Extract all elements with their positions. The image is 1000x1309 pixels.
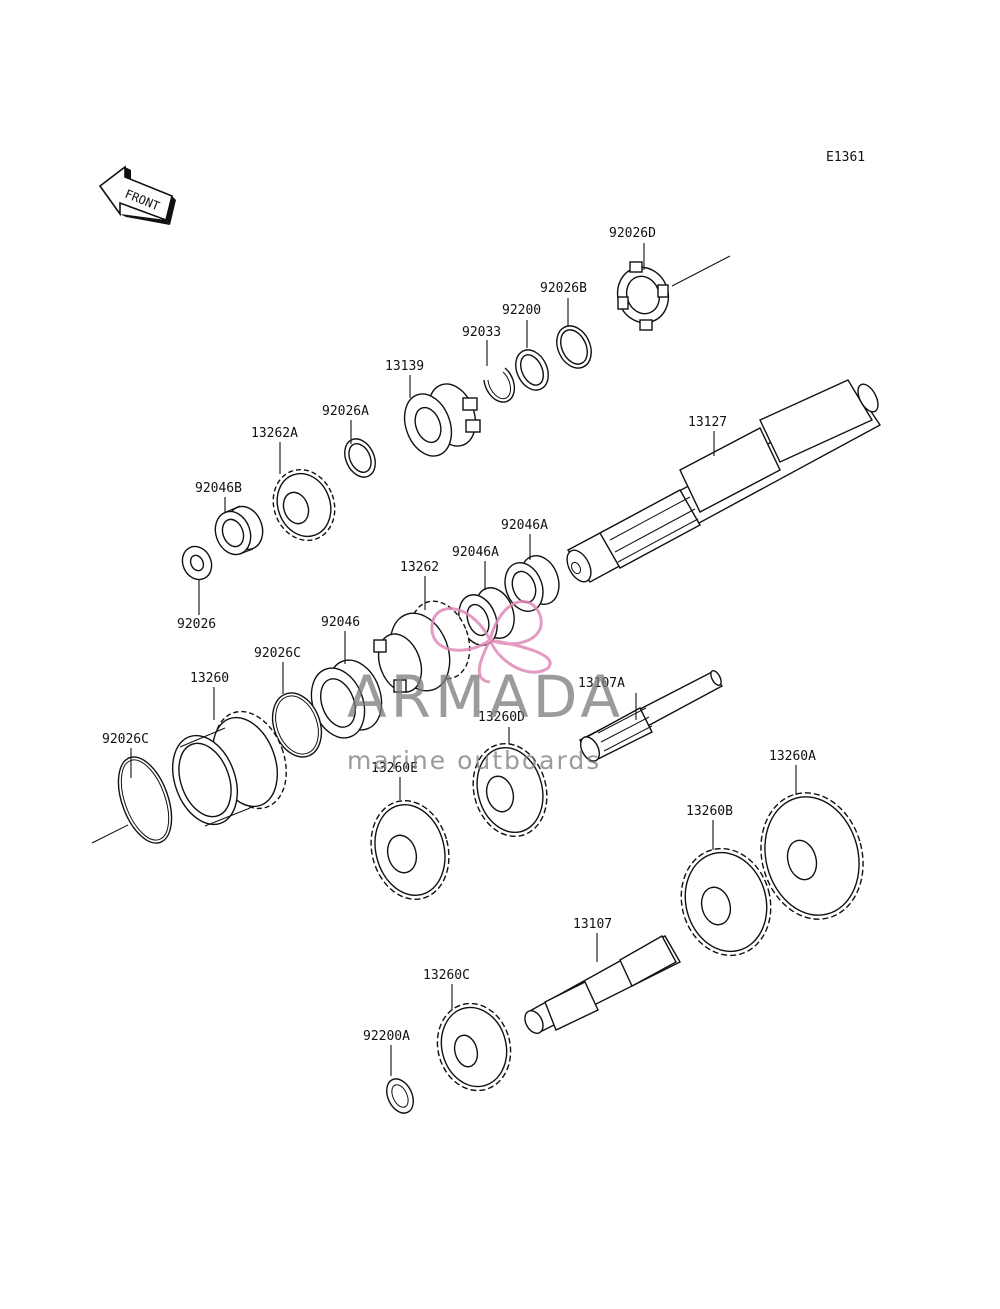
- part-13107-shaft[interactable]: [521, 935, 681, 1036]
- watermark-logo-icon: [430, 599, 552, 684]
- watermark: ARMADA marine outboards: [347, 599, 624, 775]
- part-13260d-gear[interactable]: [463, 735, 557, 844]
- part-13260e-gear[interactable]: [360, 792, 459, 908]
- label-13107: 13107: [573, 917, 612, 932]
- part-13127-shaft[interactable]: [562, 379, 882, 586]
- part-13262-gear[interactable]: [371, 593, 480, 699]
- diagram-code: E1361: [826, 150, 865, 165]
- part-92046-bearing[interactable]: [302, 653, 391, 746]
- label-92026d: 92026D: [609, 226, 656, 241]
- label-92046: 92046: [321, 615, 360, 630]
- part-92026c-ring-lower[interactable]: [108, 750, 182, 850]
- label-92026: 92026: [177, 617, 216, 632]
- part-92026-washer[interactable]: [177, 542, 217, 585]
- label-92046a-upper: 92046A: [501, 518, 548, 533]
- part-92200-ring[interactable]: [510, 345, 555, 396]
- part-92046a-bearing-upper[interactable]: [499, 550, 566, 616]
- label-13260c: 13260C: [423, 968, 470, 983]
- leader-lines: [130, 243, 797, 1076]
- part-13262a-gear[interactable]: [263, 461, 344, 549]
- part-92026d-lock-washer[interactable]: [610, 260, 676, 331]
- axis-line-lower: [91, 824, 129, 844]
- label-13262a: 13262A: [251, 426, 298, 441]
- part-92033-circlip[interactable]: [483, 367, 516, 403]
- label-13262: 13262: [400, 560, 439, 575]
- label-13260: 13260: [190, 671, 229, 686]
- label-13260e: 13260E: [371, 761, 418, 776]
- label-13127: 13127: [688, 415, 727, 430]
- label-13139: 13139: [385, 359, 424, 374]
- label-92026b: 92026B: [540, 281, 587, 296]
- label-13260d: 13260D: [478, 710, 525, 725]
- label-92200: 92200: [502, 303, 541, 318]
- part-92026c-ring-upper[interactable]: [264, 686, 330, 764]
- front-arrow-icon: FRONT: [98, 165, 176, 225]
- part-92026a-washer[interactable]: [339, 434, 381, 482]
- part-13107a-shaft[interactable]: [577, 669, 724, 764]
- label-92026c-lower: 92026C: [102, 732, 149, 747]
- axis-line-upper: [671, 255, 731, 287]
- watermark-tagline: marine outboards: [347, 746, 601, 775]
- label-92026a: 92026A: [322, 404, 369, 419]
- label-92046a-lower: 92046A: [452, 545, 499, 560]
- label-13260a: 13260A: [769, 749, 816, 764]
- part-13260-gear[interactable]: [161, 701, 299, 833]
- label-13260b: 13260B: [686, 804, 733, 819]
- part-92046b-bearing[interactable]: [210, 502, 269, 560]
- label-92200a: 92200A: [363, 1029, 410, 1044]
- label-92026c-upper: 92026C: [254, 646, 301, 661]
- label-13107a: 13107A: [578, 676, 625, 691]
- part-13139-coupling[interactable]: [396, 377, 483, 462]
- part-92200a-shim[interactable]: [382, 1075, 419, 1118]
- watermark-brand: ARMADA: [347, 663, 624, 731]
- part-13260a-gear[interactable]: [747, 781, 877, 931]
- label-92046b: 92046B: [195, 481, 242, 496]
- part-13260b-gear[interactable]: [670, 838, 783, 965]
- part-13260c-gear[interactable]: [428, 995, 520, 1099]
- part-92026b-washer[interactable]: [550, 320, 598, 373]
- label-92033: 92033: [462, 325, 501, 340]
